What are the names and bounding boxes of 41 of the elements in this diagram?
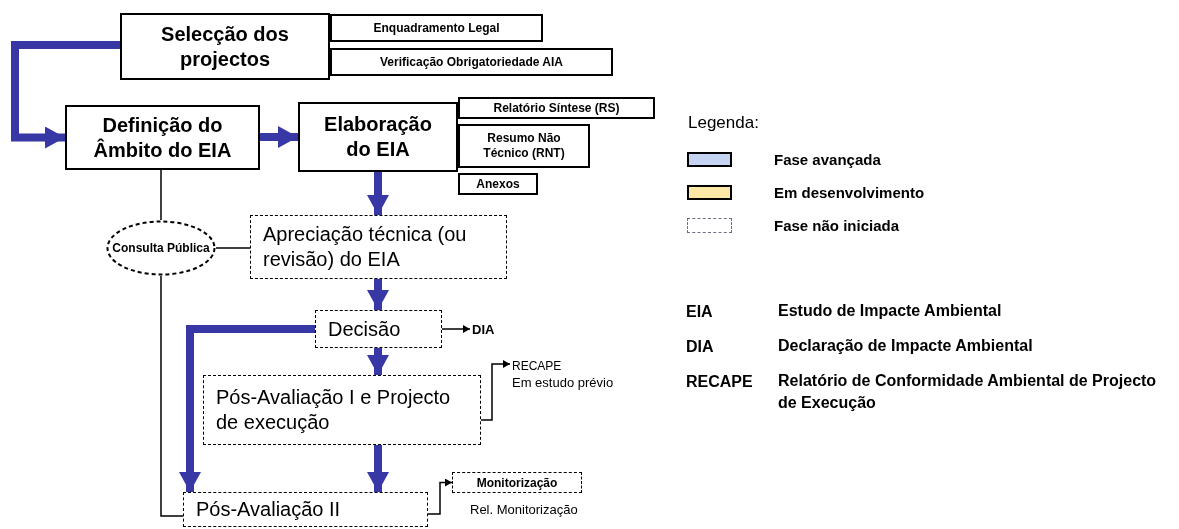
- flow-arrow: [260, 126, 298, 148]
- flow-arrow: [367, 279, 389, 310]
- document-box: Monitorização: [452, 472, 582, 493]
- abbreviation: DIA: [686, 337, 714, 357]
- output-note: Em estudo prévio: [512, 374, 614, 393]
- process-box: Pós-Avaliação I e Projecto de execução: [203, 375, 481, 445]
- flow-arrow: [367, 172, 389, 215]
- process-box: Pós-Avaliação II: [183, 492, 428, 527]
- output-label: RECAPE: [512, 357, 562, 375]
- output-label: DIA: [472, 320, 512, 340]
- abbreviation: EIA: [686, 302, 713, 322]
- document-box: Relatório Síntese (RS): [458, 97, 655, 119]
- document-box: Resumo Não Técnico (RNT): [458, 124, 590, 168]
- abbreviation-definition: Estudo de Impacte Ambiental: [778, 301, 1003, 321]
- legend-text: Fase avançada: [774, 150, 881, 170]
- connector-line: [160, 169, 162, 221]
- abbreviation-definition: Declaração de Impacte Ambiental: [778, 336, 1034, 356]
- legend-text: Fase não iniciada: [774, 216, 900, 236]
- arrow: [441, 325, 471, 333]
- connector-line: [215, 247, 251, 249]
- connector-line: [160, 275, 184, 517]
- flow-arrow: [11, 41, 120, 149]
- process-box: Definição do Âmbito do EIA: [65, 105, 260, 170]
- arrow: [480, 360, 511, 421]
- legend-title: Legenda:: [688, 112, 759, 134]
- document-box: Verificação Obrigatoriedade AIA: [330, 48, 613, 76]
- abbreviation-definition: Relatório de Conformidade Ambiental de Projecto de Execução: [778, 371, 1158, 413]
- flow-arrow: [367, 348, 389, 375]
- process-box: Decisão: [315, 310, 442, 348]
- flow-arrow: [179, 325, 315, 492]
- process-box: Apreciação técnica (ou revisão) do EIA: [250, 215, 507, 279]
- abbreviation: RECAPE: [686, 372, 753, 392]
- arrow: [427, 478, 453, 515]
- legend-text: Em desenvolvimento: [774, 183, 925, 203]
- document-box: Anexos: [458, 173, 538, 195]
- consultation-ellipse: Consulta Pública: [106, 220, 216, 276]
- flow-arrow: [367, 445, 389, 492]
- output-note: Rel. Monitorização: [470, 501, 578, 519]
- document-box: Enquadramento Legal: [330, 14, 543, 42]
- process-box: Selecção dos projectos: [120, 13, 330, 80]
- process-box: Elaboração do EIA: [298, 102, 458, 172]
